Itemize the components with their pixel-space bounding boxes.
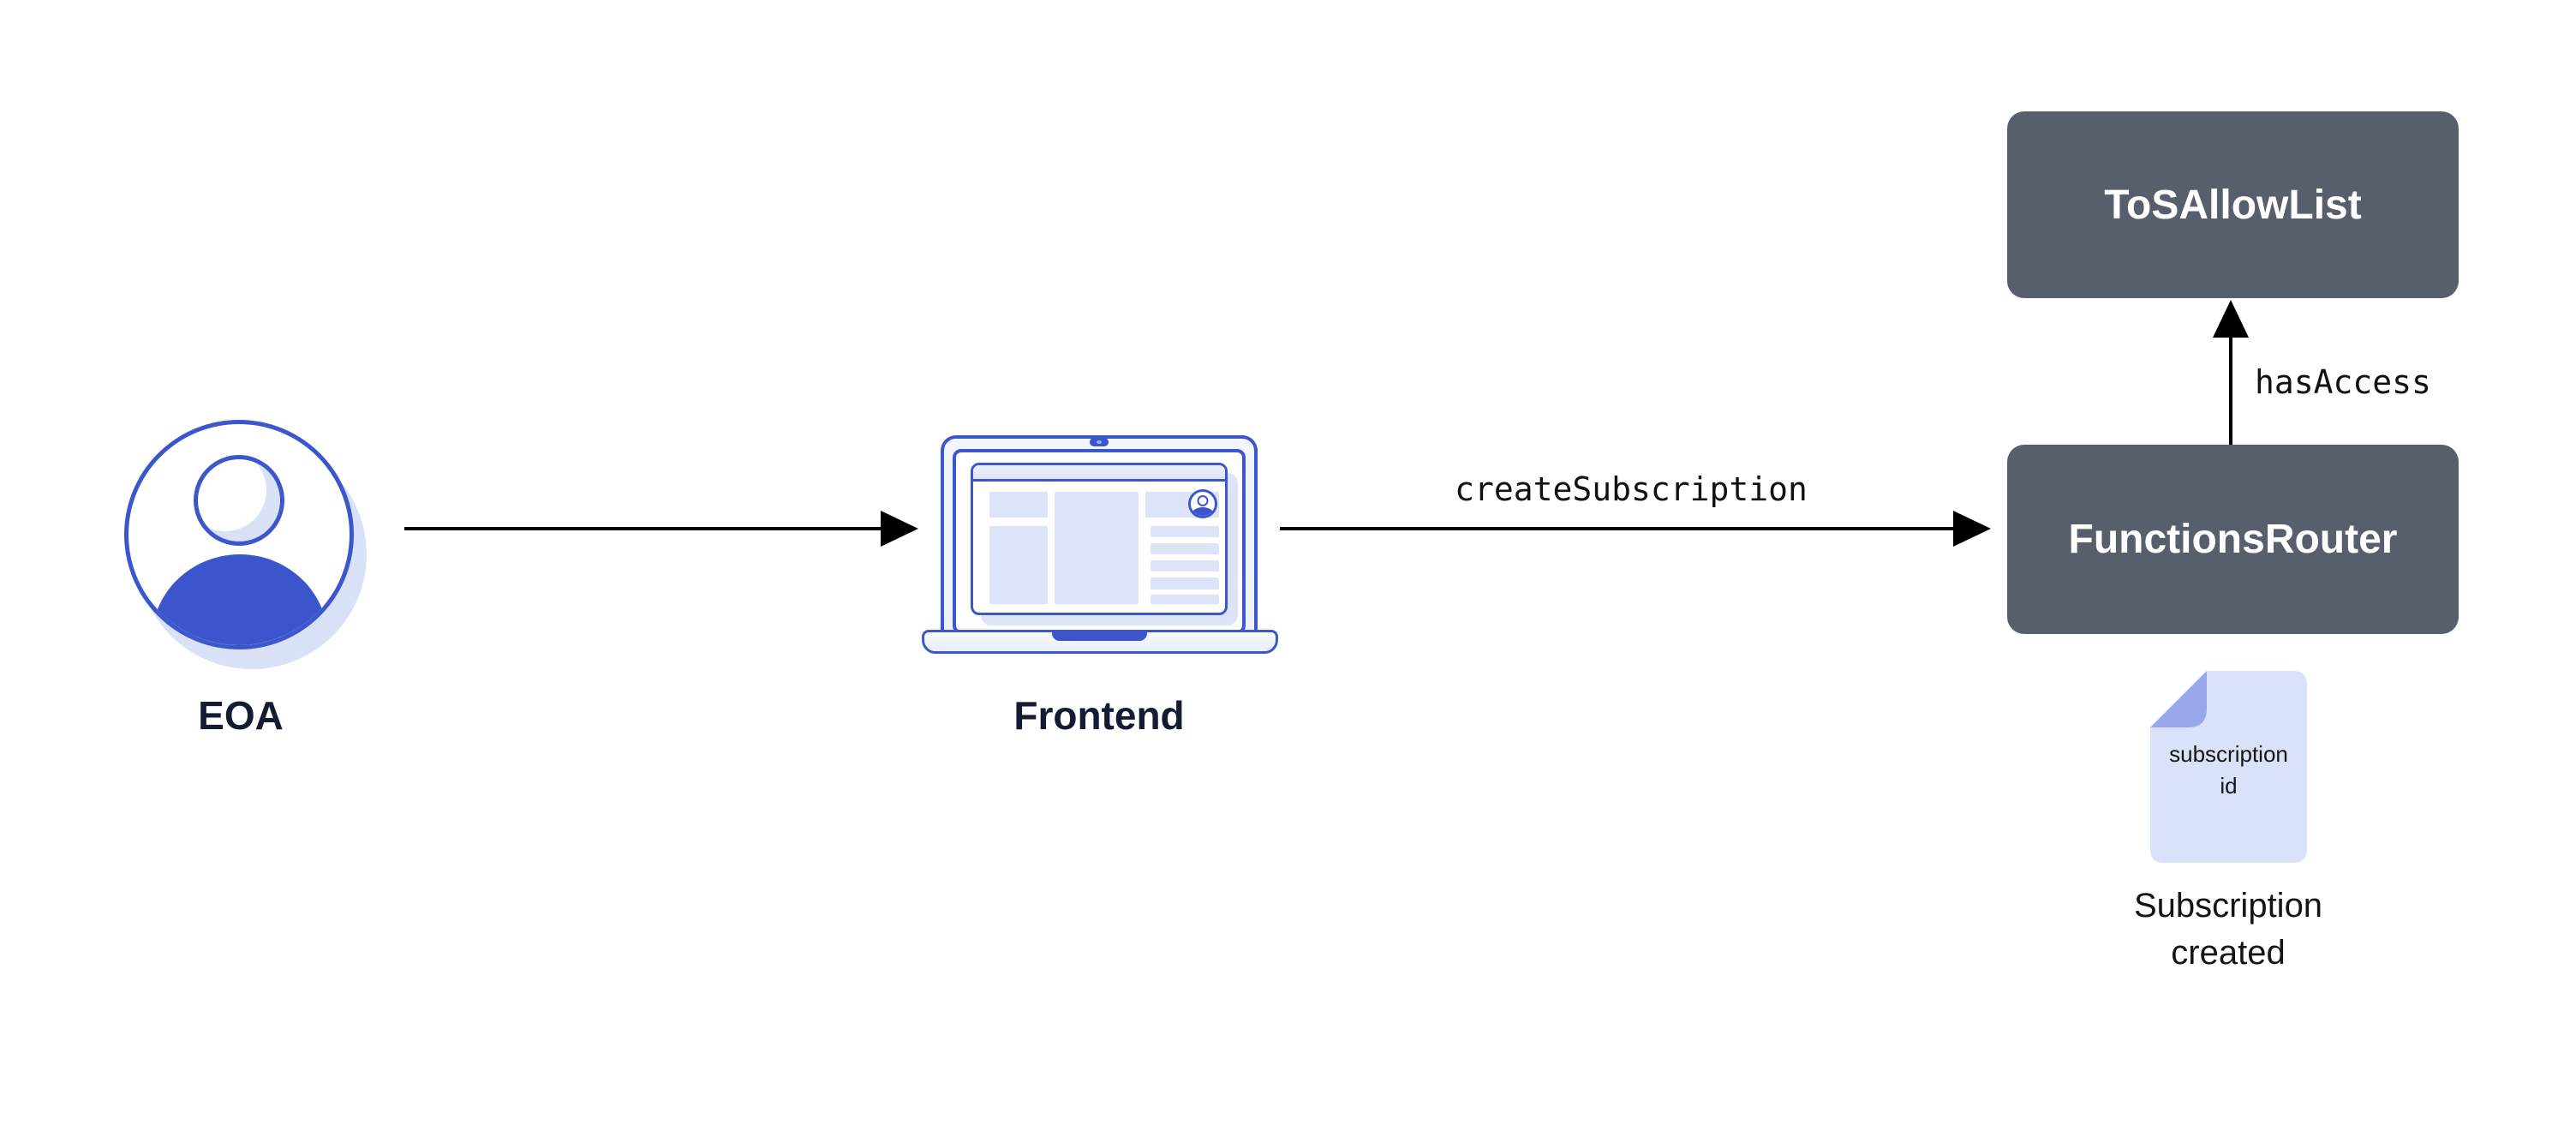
window-avatar-icon — [1188, 489, 1217, 518]
content-line — [1151, 543, 1219, 554]
document-icon — [2150, 671, 2307, 863]
content-line — [1151, 526, 1219, 537]
avatar-head-shape — [194, 455, 284, 546]
webcam-icon — [1090, 438, 1109, 446]
frontend-node-label: Frontend — [1013, 693, 1185, 738]
document-text-line1: subscription — [2169, 741, 2288, 767]
document-text-line2: id — [2220, 773, 2238, 799]
laptop-notch — [1052, 631, 1147, 641]
arrow-eoa-to-frontend-line — [404, 527, 881, 530]
functions-router-box: FunctionsRouter — [2007, 445, 2459, 634]
avatar-body-shape — [152, 554, 328, 645]
content-block — [989, 492, 1048, 518]
window-avatar-shoulders — [1191, 507, 1215, 516]
webcam-dot — [1097, 440, 1102, 444]
document-text: subscription id — [2150, 739, 2307, 802]
functions-router-label: FunctionsRouter — [2068, 517, 2398, 562]
user-avatar-icon — [124, 420, 354, 649]
arrow-router-to-tos-line — [2229, 335, 2232, 445]
document-fold-corner — [2150, 671, 2207, 727]
browser-window — [971, 463, 1228, 615]
subscription-created-caption: Subscription created — [2100, 883, 2357, 977]
content-line — [1151, 577, 1219, 589]
edge-label-create-subscription: createSubscription — [1455, 470, 1808, 508]
laptop-base — [922, 630, 1278, 654]
arrow-router-to-tos-head-icon — [2213, 300, 2249, 338]
arrow-frontend-to-router-line — [1280, 527, 1955, 530]
content-line — [1151, 595, 1219, 604]
content-line — [1151, 560, 1219, 571]
browser-titlebar — [973, 465, 1225, 482]
tos-allow-list-label: ToSAllowList — [2104, 182, 2362, 228]
arrow-frontend-to-router-head-icon — [1953, 511, 1991, 547]
content-block — [989, 526, 1048, 604]
window-avatar-head — [1197, 495, 1209, 506]
arrow-eoa-to-frontend-head-icon — [881, 511, 918, 547]
tos-allow-list-box: ToSAllowList — [2007, 111, 2459, 298]
eoa-node-label: EOA — [198, 693, 284, 738]
content-block — [1055, 492, 1139, 604]
caption-line1: Subscription — [2133, 887, 2323, 925]
caption-line2: created — [2171, 934, 2286, 972]
edge-label-has-access: hasAccess — [2255, 363, 2431, 401]
